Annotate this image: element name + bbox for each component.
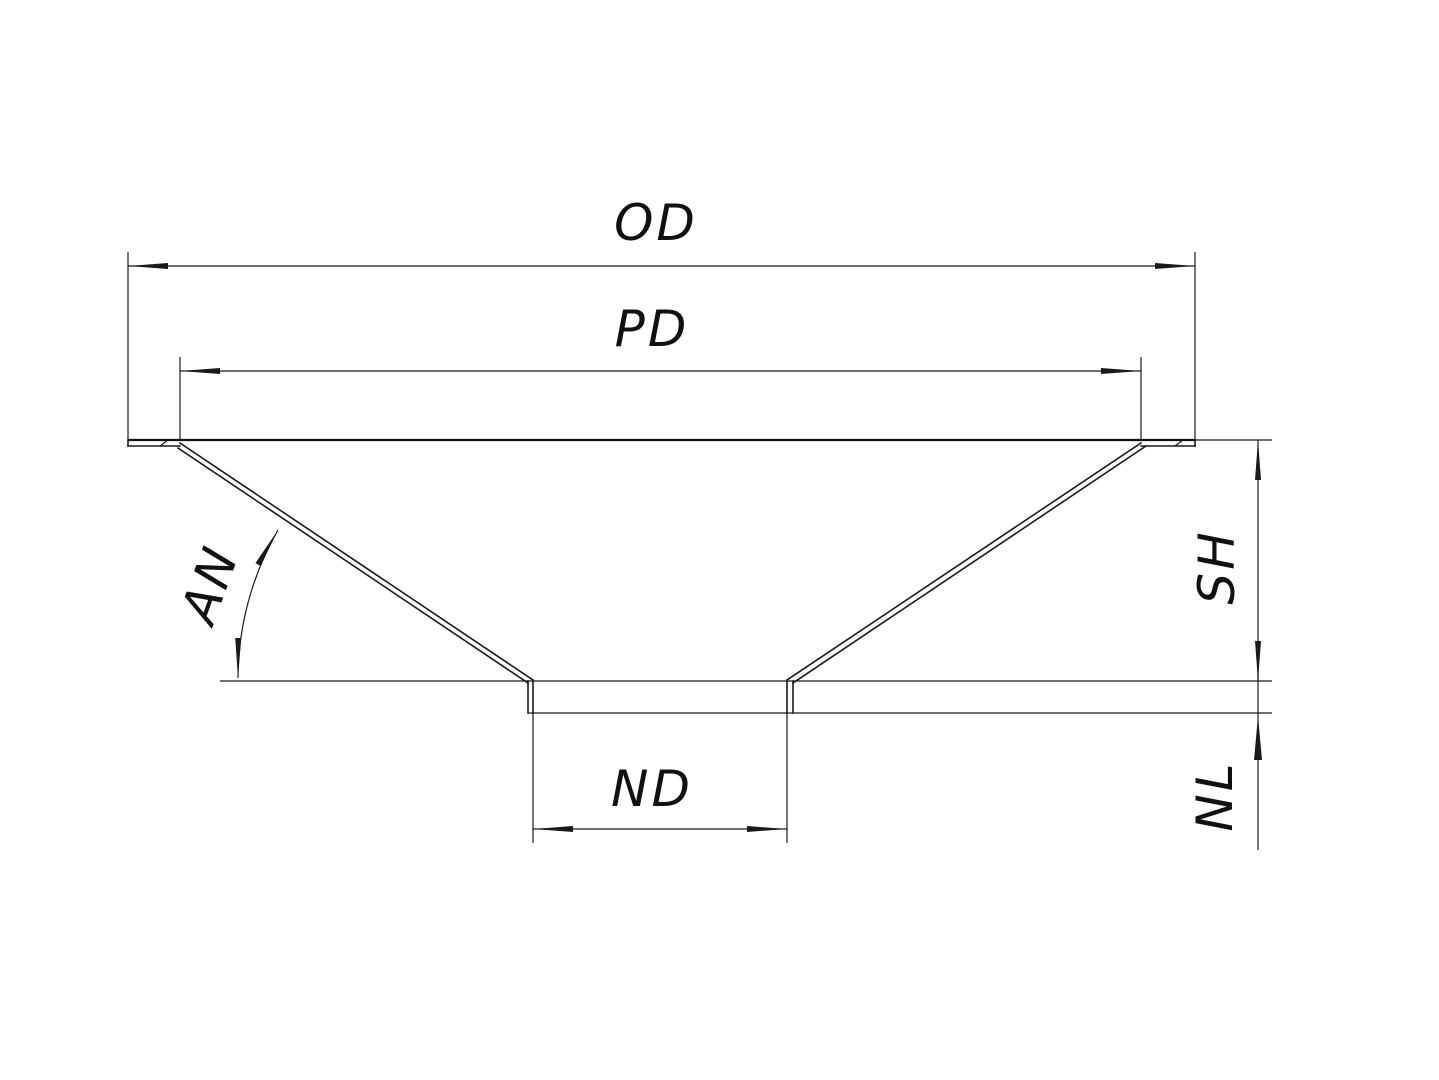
cone-left-wall-inner (176, 446, 530, 685)
dimension-lines (128, 263, 1262, 850)
part-outline (127, 438, 1196, 714)
extension-lines (127, 252, 1272, 843)
cone-left-wall-outer (178, 441, 535, 682)
an-dimension-arc (235, 529, 279, 679)
nl-label: NL (1186, 760, 1244, 831)
cone-right-wall-outer (785, 441, 1143, 682)
pd-label: PD (615, 300, 690, 358)
sh-label: SH (1188, 529, 1246, 604)
flange-left-chamfer (159, 439, 169, 447)
nd-label: ND (611, 760, 693, 818)
cone-right-wall-inner (791, 444, 1148, 685)
nl-arrow-up (1254, 716, 1262, 760)
dimension-labels: OD PD ND SH NL AN (168, 194, 1246, 832)
an-label: AN (168, 538, 250, 634)
flange-right-chamfer (1174, 439, 1184, 447)
od-label: OD (614, 194, 698, 252)
